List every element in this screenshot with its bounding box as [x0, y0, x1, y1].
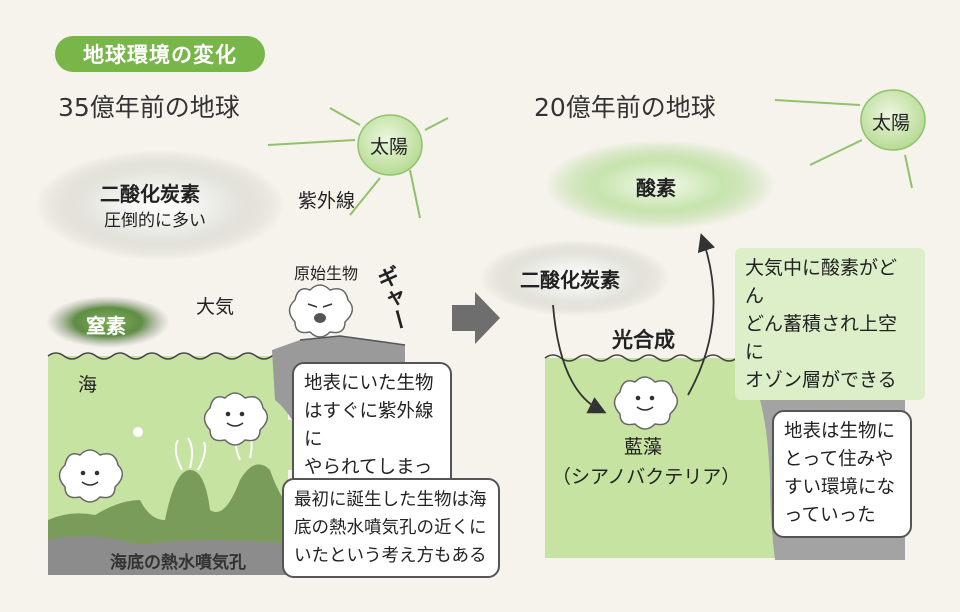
left-nitrogen-cloud [46, 296, 170, 348]
cyanobacteria-label: （シアノバクテリア） [552, 466, 741, 488]
right-co2-label: 二酸化炭素 [520, 268, 620, 292]
callout-line: オゾン層ができる [745, 369, 897, 391]
left-creature-1 [58, 449, 124, 503]
left-era-title: 35億年前の地球 [58, 93, 240, 122]
algae-label: 藍藻 [624, 436, 663, 458]
co2-to-algae-arrow [552, 304, 607, 414]
callout-line: いたという考え方もある [294, 546, 487, 566]
atmosphere-label: 大気 [196, 296, 235, 318]
right-co2-cloud [480, 240, 670, 316]
left-co2-cloud [35, 150, 285, 260]
left-creature-scream [288, 284, 354, 338]
left-creature-2 [203, 392, 269, 446]
left-co2-label: 二酸化炭素 [100, 182, 200, 206]
nitrogen-label: 窒素 [86, 314, 126, 338]
right-sun-label: 太陽 [872, 112, 911, 134]
photosynthesis-label: 光合成 [612, 328, 675, 352]
right-sun-icon [860, 89, 926, 151]
left-sun-rays [267, 107, 449, 219]
ozone-callout: 大気中に酸素がどん どん蓄積され上空に オゾン層ができる [735, 248, 925, 400]
algae-to-oxygen-arrow [687, 233, 715, 396]
callout-line: 最初に誕生した生物は海 [294, 490, 487, 510]
vent-label: 海底の熱水噴気孔 [110, 553, 246, 573]
callout-line: 大気中に酸素がどん [745, 257, 898, 307]
uv-label: 紫外線 [298, 190, 356, 212]
callout-line: どん蓄積され上空に [745, 313, 898, 363]
callout-line: 地表は生物に [784, 421, 896, 442]
algae-creature [613, 376, 679, 430]
habitable-land-callout: 地表は生物に とって住みや すい環境にな っていった [772, 410, 912, 538]
left-sun-icon [357, 114, 423, 176]
diagram-title: 地球環境の変化 [55, 36, 265, 72]
left-sun-label: 太陽 [370, 136, 409, 158]
callout-line: 底の熱水噴気孔の近くに [294, 518, 487, 538]
callout-line: すい環境にな [784, 477, 896, 498]
callout-line: とって住みや [784, 449, 894, 470]
oxygen-cloud [545, 140, 775, 230]
callout-line: っていった [784, 505, 876, 526]
primitive-organism-label: 原始生物 [294, 264, 359, 283]
callout-line: 地表にいた生物 [304, 373, 434, 394]
right-sun-rays [774, 99, 913, 189]
co2-abundance-label: 圧倒的に多い [104, 211, 206, 231]
transition-arrow-icon [452, 292, 500, 344]
right-era-title: 20億年前の地球 [534, 93, 716, 122]
oxygen-label: 酸素 [636, 176, 676, 200]
callout-line: はすぐに紫外線に [304, 401, 434, 450]
hydrothermal-vent-callout: 最初に誕生した生物は海 底の熱水噴気孔の近くに いたという考え方もある [282, 478, 500, 578]
sea-label: 海 [78, 374, 98, 396]
